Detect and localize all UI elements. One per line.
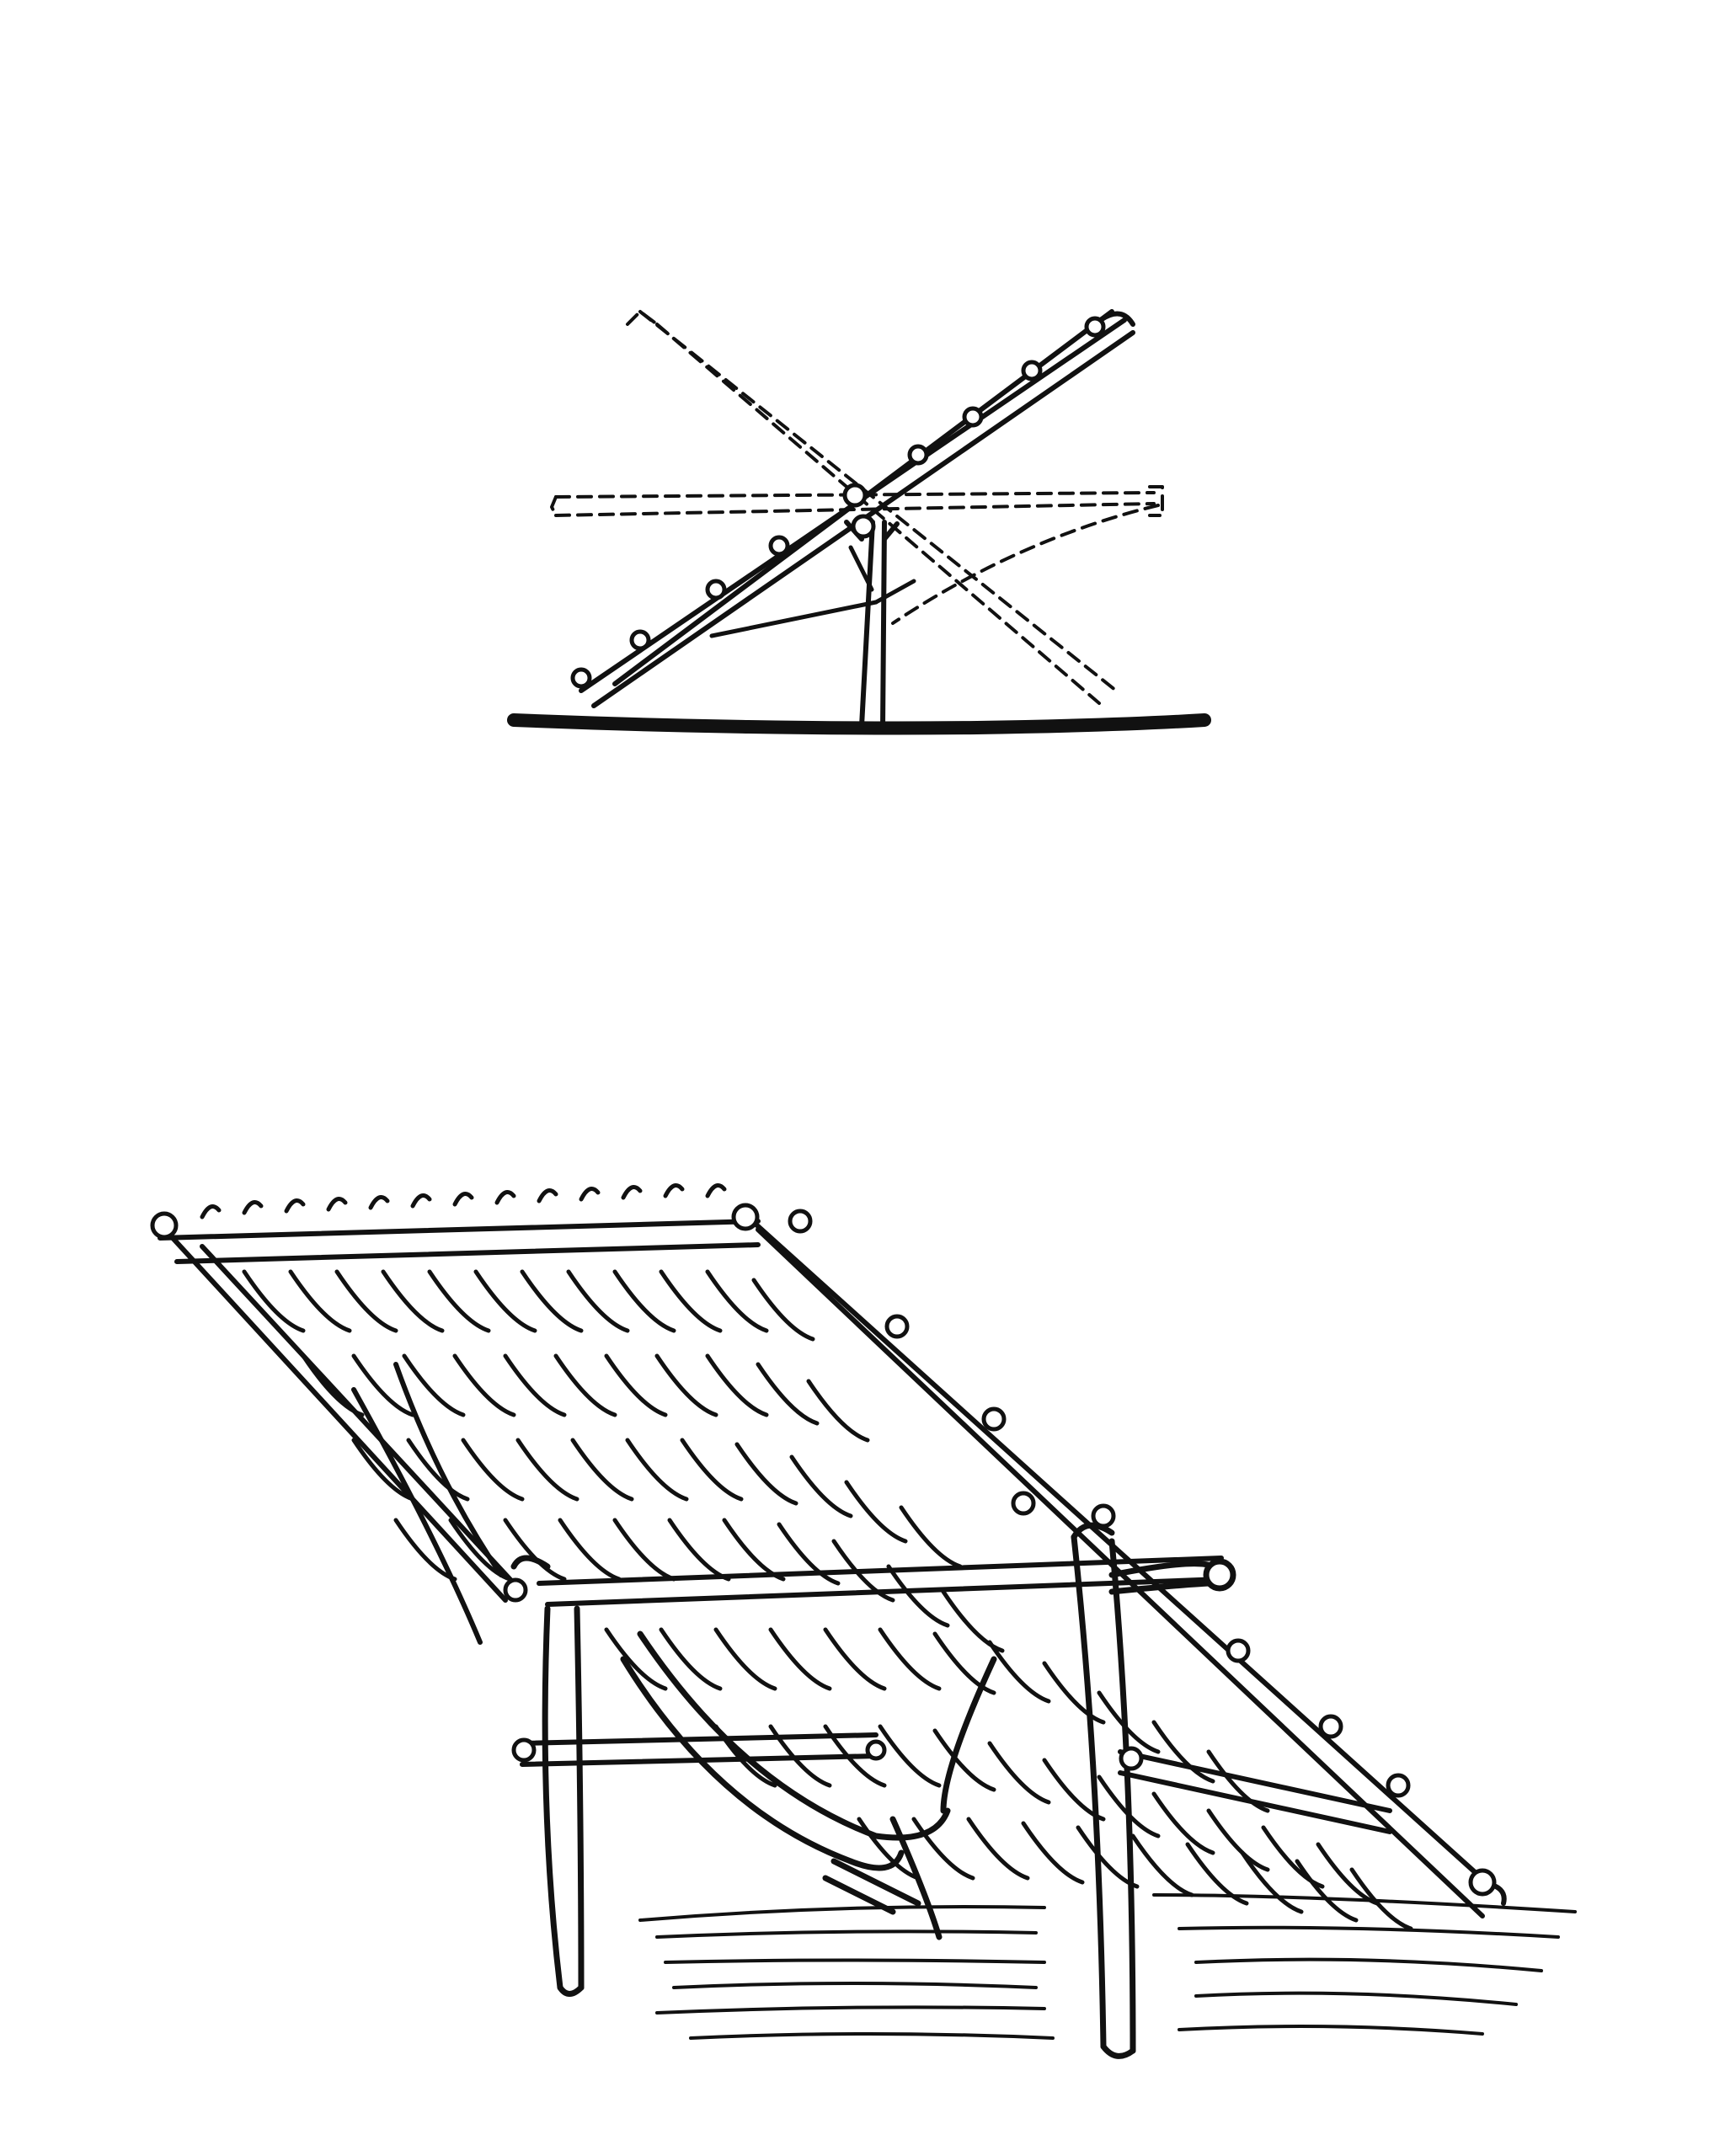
right-post xyxy=(1071,1522,1236,2059)
cross-bars xyxy=(520,1556,1392,1834)
thatched-rack-illustration xyxy=(150,1183,1577,2059)
alt-position-horizontal xyxy=(550,485,1164,625)
rack xyxy=(579,309,1135,708)
alt-position-diagonal xyxy=(626,310,1118,705)
ground-strokes xyxy=(638,1893,1577,2040)
rack-pegs xyxy=(570,316,1106,689)
thatch xyxy=(200,1183,1413,1931)
top-bar xyxy=(158,1219,761,1264)
braces xyxy=(709,545,916,638)
ground-line xyxy=(507,713,1211,735)
pivot-rack-diagram xyxy=(507,309,1211,735)
rail-knobs xyxy=(150,1203,1497,1897)
inner-branch xyxy=(620,1630,997,1940)
left-post xyxy=(510,1555,585,1997)
